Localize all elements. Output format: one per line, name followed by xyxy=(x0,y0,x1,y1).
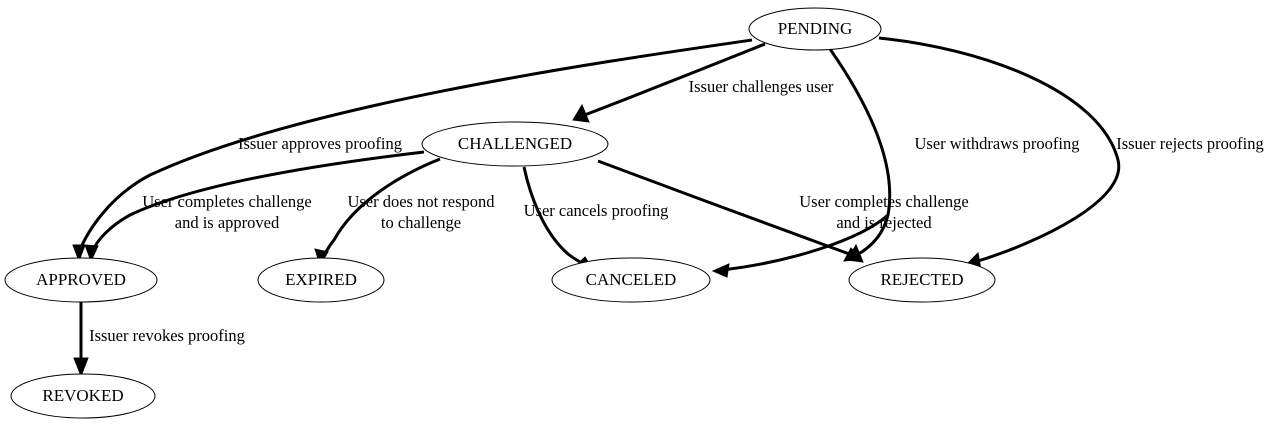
edge-label-challenged-approved: User completes challenge and is approved xyxy=(142,192,312,232)
edge-path xyxy=(321,157,441,258)
node-label: REJECTED xyxy=(880,270,963,289)
node-challenged[interactable]: CHALLENGED xyxy=(421,121,609,167)
edge-arrow-into-canceled xyxy=(711,213,889,278)
edge-label-line-2: and is rejected xyxy=(836,213,932,232)
arrowhead-icon xyxy=(84,244,99,263)
node-pending[interactable]: PENDING xyxy=(748,7,882,51)
edge-label-line-1: User completes challenge xyxy=(142,192,312,211)
edge-challenged-approved[interactable] xyxy=(84,150,425,263)
node-label: PENDING xyxy=(778,19,853,38)
node-ellipse xyxy=(4,257,158,303)
node-ellipse xyxy=(748,7,882,51)
edge-label-challenged-canceled: User cancels proofing xyxy=(524,201,669,220)
edge-label-approved-revoked: Issuer revokes proofing xyxy=(89,326,245,345)
edge-path xyxy=(90,150,425,253)
node-ellipse xyxy=(848,257,996,303)
node-label: REVOKED xyxy=(42,386,123,405)
arrowhead-icon xyxy=(73,357,89,378)
nodes-layer: PENDING CHALLENGED APPROVED EXPIRED CANC… xyxy=(4,7,996,419)
edge-labels-layer: Issuer approves proofing Issuer challeng… xyxy=(89,77,1264,345)
node-approved[interactable]: APPROVED xyxy=(4,257,158,303)
edge-label-pending-approved: Issuer approves proofing xyxy=(238,134,402,153)
edge-path xyxy=(581,42,766,118)
edge-label-pending-rejected-b: Issuer rejects proofing xyxy=(1116,134,1264,153)
node-ellipse xyxy=(551,257,711,303)
edge-pending-approved[interactable] xyxy=(72,38,753,263)
edge-label-line-1: User does not respond xyxy=(347,192,495,211)
edge-label-line-2: and is approved xyxy=(175,213,280,232)
edge-label-pending-rejected-a: User withdraws proofing xyxy=(915,134,1080,153)
edge-label-challenged-rejected: User completes challenge and is rejected xyxy=(799,192,969,232)
edge-path xyxy=(878,36,1121,264)
arrowhead-icon xyxy=(72,244,86,263)
node-rejected[interactable]: REJECTED xyxy=(848,257,996,303)
node-ellipse xyxy=(421,121,609,167)
edge-label-pending-challenged: Issuer challenges user xyxy=(689,77,834,96)
node-expired[interactable]: EXPIRED xyxy=(257,257,385,303)
arrowhead-icon xyxy=(572,103,590,123)
node-canceled[interactable]: CANCELED xyxy=(551,257,711,303)
arrowhead-icon xyxy=(843,247,863,262)
edge-pending-challenged[interactable] xyxy=(572,42,766,123)
node-ellipse xyxy=(10,373,156,419)
node-revoked[interactable]: REVOKED xyxy=(10,373,156,419)
edge-path xyxy=(522,166,585,266)
node-label: EXPIRED xyxy=(285,270,357,289)
edge-pending-rejected-b[interactable] xyxy=(878,36,1121,271)
node-label: APPROVED xyxy=(36,270,126,289)
edge-label-challenged-expired: User does not respond to challenge xyxy=(347,192,495,232)
node-ellipse xyxy=(257,257,385,303)
edge-path xyxy=(828,48,892,258)
edge-label-line-2: to challenge xyxy=(381,213,461,232)
edge-path xyxy=(77,38,753,253)
edge-approved-revoked[interactable] xyxy=(73,302,89,378)
arrowhead-icon xyxy=(711,263,730,278)
edge-label-line-1: User completes challenge xyxy=(799,192,969,211)
node-label: CHALLENGED xyxy=(458,134,572,153)
edge-path xyxy=(721,213,889,272)
node-label: CANCELED xyxy=(586,270,677,289)
